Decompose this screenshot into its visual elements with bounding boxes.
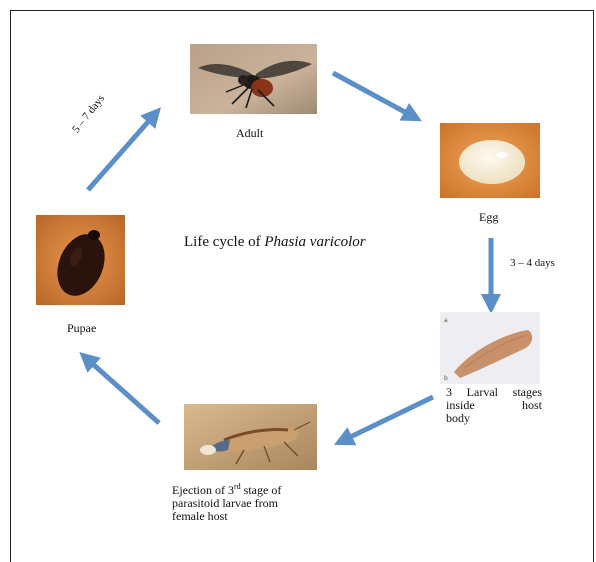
ejection-line-3: female host	[172, 510, 281, 523]
title-species: Phasia varicolor	[264, 234, 365, 250]
duration-egg-to-larva: 3 – 4 days	[510, 257, 555, 269]
larva-image: a b	[440, 312, 540, 384]
title-prefix: Life cycle of	[184, 234, 264, 250]
svg-text:a: a	[444, 317, 448, 324]
larval-line-3: body	[446, 412, 542, 425]
ejection-line-1-sup: rd	[234, 482, 241, 491]
egg-image	[440, 123, 540, 198]
adult-fly-image	[190, 44, 317, 114]
arrow-adult-to-egg	[333, 73, 414, 117]
ejection-line-1a: Ejection of 3	[172, 483, 234, 497]
ejection-line-1: Ejection of 3rd stage of	[172, 480, 281, 497]
pupae-label: Pupae	[67, 322, 96, 335]
pupae-image	[36, 215, 125, 305]
arrow-larva-to-ejection	[342, 397, 433, 441]
diagram-title: Life cycle of Phasia varicolor	[184, 234, 366, 251]
larval-stages-label: 3 Larval stages inside host body	[446, 386, 542, 425]
arrow-ejection-to-pupae	[86, 358, 159, 423]
svg-text:b: b	[444, 375, 448, 382]
ejection-label: Ejection of 3rd stage of parasitoid larv…	[172, 480, 281, 523]
arrow-pupae-to-adult	[88, 114, 155, 190]
egg-label: Egg	[479, 211, 498, 224]
host-ejection-image	[184, 404, 317, 470]
adult-label: Adult	[236, 127, 263, 140]
ejection-line-1b: stage of	[241, 483, 282, 497]
